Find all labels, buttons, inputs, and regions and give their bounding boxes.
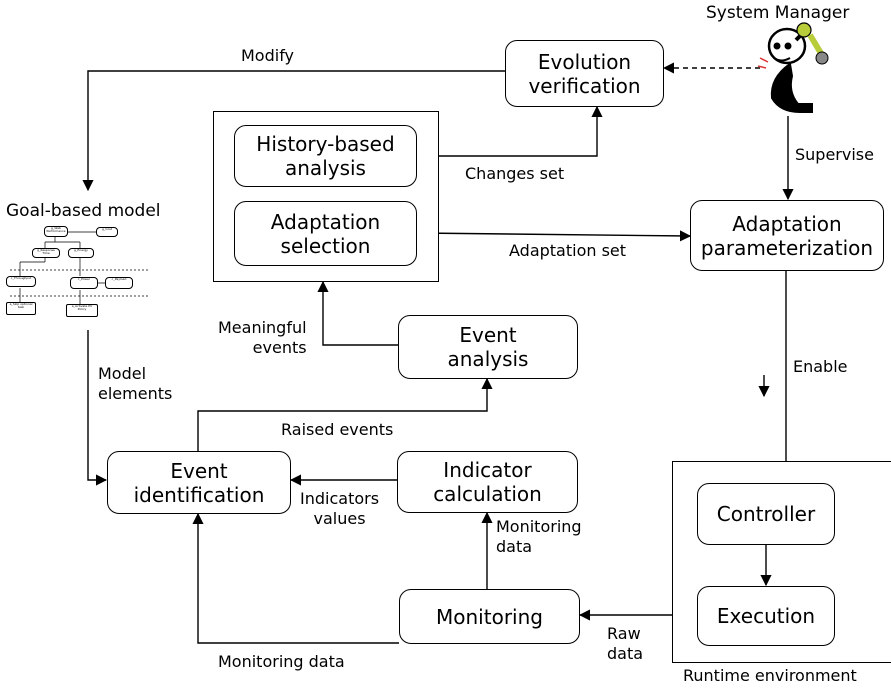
adaptation-set-label: Adaptation set xyxy=(509,241,627,260)
goal-model-links xyxy=(10,231,150,304)
monitoring-data-left-arrow xyxy=(192,512,399,644)
enable-label: Enable xyxy=(793,357,848,376)
model-elements-arrow xyxy=(87,330,108,486)
goal-node-web-performance: g_Web Performance xyxy=(44,226,68,237)
meaningful-events-label: Meaningful events xyxy=(218,318,307,357)
adaptation-selection-box[interactable]: Adaptation selection xyxy=(234,201,417,266)
monitoring-label: Monitoring xyxy=(436,604,543,629)
changes-set-arrow xyxy=(417,105,603,157)
goal-node-throughput: c_Throughput xyxy=(6,276,36,287)
monitoring-data-up-label: Monitoring data xyxy=(496,517,582,556)
raised-events-arrow xyxy=(197,377,493,451)
goal-node-energy: g_Energy xyxy=(68,248,94,258)
execution-box[interactable]: Execution xyxy=(697,586,835,646)
goal-node-cost: g_Cost xyxy=(96,227,118,237)
indicators-values-label: Indicators values xyxy=(300,489,380,528)
indicator-calculation-label: Indicator calculation xyxy=(433,458,542,506)
adaptation-parameterization-box[interactable]: Adaptation parameterization xyxy=(690,200,884,271)
goal-node-payload: c_Payload xyxy=(105,277,133,289)
event-identification-label: Event identification xyxy=(133,458,265,507)
evolution-verification-label: Evolution verification xyxy=(528,49,641,98)
monitoring-data-left-label: Monitoring data xyxy=(218,652,345,671)
raised-events-label: Raised events xyxy=(281,420,394,439)
indicator-calculation-box[interactable]: Indicator calculation xyxy=(397,451,578,513)
supervise-label: Supervise xyxy=(795,145,874,164)
changes-set-label: Changes set xyxy=(465,164,565,183)
runtime-environment-label: Runtime environment xyxy=(683,666,857,685)
modify-arrow xyxy=(82,70,505,192)
goal-node-activate-pu-policy: a_Activate PU Policy xyxy=(66,304,98,317)
modify-label: Modify xyxy=(241,46,295,65)
monitoring-box[interactable]: Monitoring xyxy=(399,589,580,644)
goal-model-thumbnail: g_Web Performance g_Cost g_Response Time… xyxy=(0,220,180,330)
event-analysis-box[interactable]: Event analysis xyxy=(398,315,578,379)
meaningful-events-arrow xyxy=(317,280,398,346)
goal-node-skip-optional-task: a_Skip optional task xyxy=(6,302,36,315)
event-identification-box[interactable]: Event identification xyxy=(107,451,291,514)
goal-node-response-time: g_Response Time xyxy=(32,248,60,258)
model-elements-label: Model elements xyxy=(98,364,173,403)
controller-label: Controller xyxy=(716,502,816,526)
history-analysis-box[interactable]: History-based analysis xyxy=(234,125,417,187)
adaptation-parameterization-label: Adaptation parameterization xyxy=(700,211,874,260)
evolution-verification-box[interactable]: Evolution verification xyxy=(505,40,664,107)
history-analysis-label: History-based analysis xyxy=(256,132,395,180)
controller-box[interactable]: Controller xyxy=(697,483,835,545)
goal-node-power: c_Power xyxy=(70,277,98,289)
goal-based-model-label: Goal-based model xyxy=(6,201,161,221)
system-manager-label: System Manager xyxy=(706,3,850,23)
raw-data-label: Raw data xyxy=(607,624,644,663)
execution-label: Execution xyxy=(716,604,816,628)
adaptation-set-arrow xyxy=(416,230,692,242)
adaptation-selection-label: Adaptation selection xyxy=(270,209,381,258)
system-manager-figure xyxy=(757,22,829,113)
event-analysis-label: Event analysis xyxy=(447,323,529,371)
